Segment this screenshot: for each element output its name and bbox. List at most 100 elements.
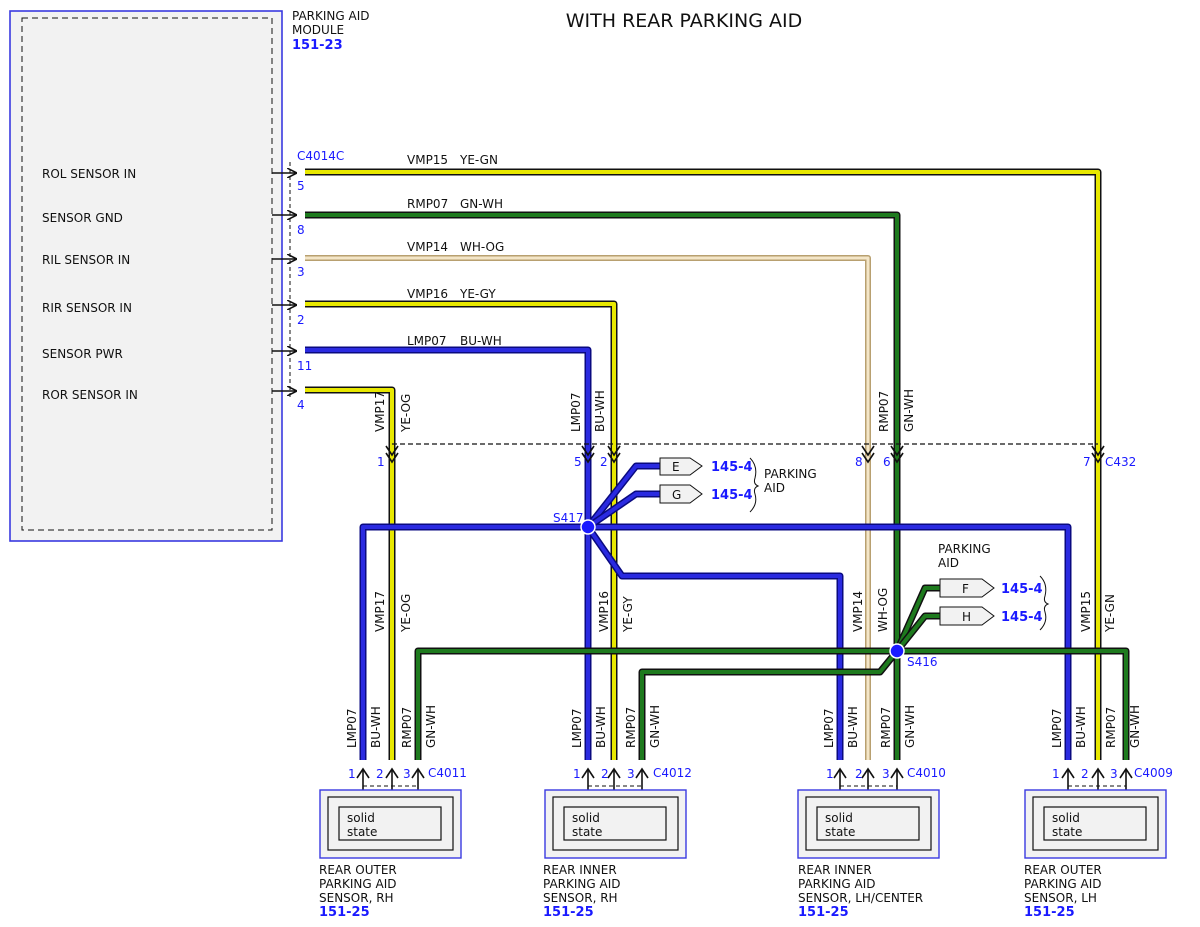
ref-page: 145-4 bbox=[1001, 582, 1043, 597]
ref-page: 145-4 bbox=[1001, 610, 1043, 625]
ref-page: 145-4 bbox=[711, 488, 753, 503]
circuit-label-vertical: VMP14 bbox=[851, 591, 865, 632]
sensor-name: PARKING AID bbox=[319, 877, 397, 891]
sensor-body bbox=[1043, 806, 1147, 841]
sensor-name: REAR INNER bbox=[543, 863, 617, 877]
ref-brace bbox=[1039, 575, 1050, 631]
sensor-connector: C4009 bbox=[1134, 766, 1173, 780]
sensor-body-text: state bbox=[572, 825, 602, 839]
ref-letter: H bbox=[962, 610, 971, 624]
sensor-pin: 1 bbox=[348, 767, 356, 781]
sensor-body-text: state bbox=[1052, 825, 1082, 839]
sensor-connector: C4012 bbox=[653, 766, 692, 780]
sensor-body-text: solid bbox=[572, 811, 600, 825]
sensor-frame bbox=[552, 796, 679, 851]
wire-lmp07-ril-core bbox=[586, 525, 842, 760]
sensor-pin: 2 bbox=[376, 767, 384, 781]
sensor-name: SENSOR, LH bbox=[1024, 891, 1097, 905]
pin-number: 11 bbox=[297, 359, 312, 373]
parking-aid-ref-group-lower: PARKING AID F 145-4 H 145-4 bbox=[938, 542, 1050, 631]
sensor-body-text: state bbox=[825, 825, 855, 839]
sensor-pin: 2 bbox=[1081, 767, 1089, 781]
wire-label: GN-WH bbox=[1128, 705, 1142, 748]
wire-vmp17 bbox=[305, 388, 394, 760]
sensor-frame bbox=[1032, 796, 1159, 851]
wire-rmp07-rir-core bbox=[640, 649, 899, 760]
pin-number: 2 bbox=[297, 313, 305, 327]
sensor-pin: 1 bbox=[1052, 767, 1060, 781]
circuit-color-vertical: GN-WH bbox=[902, 389, 916, 432]
wire-rmp07-h-core bbox=[895, 614, 940, 653]
pin-label-ror: ROR SENSOR IN bbox=[42, 388, 138, 402]
module-connector-label: C4014C bbox=[297, 149, 344, 163]
c432-pin: 8 bbox=[855, 455, 863, 469]
wire-label: LMP07 bbox=[822, 708, 836, 748]
wire-lmp07-outline bbox=[305, 346, 592, 527]
wire-lmp07-e-core bbox=[586, 464, 660, 529]
sensor-body-text: state bbox=[347, 825, 377, 839]
sensor-pin: 3 bbox=[403, 767, 411, 781]
sensor-ref: 151-25 bbox=[543, 905, 594, 920]
ref-letter: G bbox=[672, 488, 681, 502]
sensor-name: SENSOR, LH/CENTER bbox=[798, 891, 923, 905]
circuit-color-vertical: WH-OG bbox=[876, 588, 890, 632]
module-outline bbox=[9, 10, 283, 542]
wire-lmp07-ror bbox=[359, 523, 588, 760]
wire-lmp07-ror-core bbox=[361, 525, 588, 760]
wire-rmp07-ror-core bbox=[416, 649, 897, 760]
circuit-label: VMP14 bbox=[407, 240, 448, 254]
c432-pin: 1 bbox=[377, 455, 385, 469]
wire-rmp07 bbox=[305, 213, 899, 760]
sensor-name: SENSOR, RH bbox=[319, 891, 394, 905]
circuit-color-vertical: BU-WH bbox=[593, 390, 607, 432]
pin-label-rir: RIR SENSOR IN bbox=[42, 301, 132, 315]
wire-label: RMP07 bbox=[400, 707, 414, 748]
wire-label: RMP07 bbox=[879, 707, 893, 748]
wire-label: GN-WH bbox=[648, 705, 662, 748]
ref-tag-f bbox=[939, 578, 995, 598]
circuit-label: LMP07 bbox=[407, 334, 447, 348]
wire-vmp15 bbox=[305, 170, 1100, 760]
pin-label-pwr: SENSOR PWR bbox=[42, 347, 123, 361]
ref-letter: F bbox=[962, 582, 969, 596]
sensor-body bbox=[563, 806, 667, 841]
pin-label-ril: RIL SENSOR IN bbox=[42, 253, 130, 267]
circuit-color: GN-WH bbox=[460, 197, 503, 211]
sensor-name: REAR OUTER bbox=[1024, 863, 1102, 877]
circuit-label-vertical: VMP17 bbox=[373, 591, 387, 632]
ref-page: 145-4 bbox=[711, 460, 753, 475]
pin-number: 8 bbox=[297, 223, 305, 237]
wire-vmp16 bbox=[305, 302, 616, 760]
sensor-ref: 151-25 bbox=[319, 905, 370, 920]
sensor-body bbox=[816, 806, 920, 841]
c432-pin: 2 bbox=[600, 455, 608, 469]
wire-label: BU-WH bbox=[1074, 706, 1088, 748]
sensor-ref: 151-25 bbox=[1024, 905, 1075, 920]
splice-s417-label: S417 bbox=[553, 511, 584, 525]
sensor-c4011: LMP07 BU-WH RMP07 GN-WH 1 2 3 C4011 soli… bbox=[319, 705, 467, 920]
wire-lmp07-rol-core bbox=[588, 525, 1070, 760]
sensor-body bbox=[338, 806, 442, 841]
module-name-line1: PARKING AID bbox=[292, 9, 370, 23]
wire-label: GN-WH bbox=[424, 705, 438, 748]
parking-aid-label: AID bbox=[764, 481, 785, 495]
circuit-color-vertical: YE-OG bbox=[399, 394, 413, 433]
sensor-connector: C4010 bbox=[907, 766, 946, 780]
wire-rmp07-rol-core bbox=[897, 649, 1128, 760]
pin-label-rol: ROL SENSOR IN bbox=[42, 167, 136, 181]
sensor-body-text: solid bbox=[825, 811, 853, 825]
circuit-color: WH-OG bbox=[460, 240, 504, 254]
ref-tag-g bbox=[659, 484, 703, 504]
circuit-color-vertical: YE-OG bbox=[399, 594, 413, 633]
sensor-frame bbox=[805, 796, 932, 851]
wire-rmp07-f-core bbox=[895, 586, 940, 652]
circuit-color: YE-GN bbox=[459, 153, 498, 167]
sensor-body-text: solid bbox=[1052, 811, 1080, 825]
module-name-line2: MODULE bbox=[292, 23, 344, 37]
wire-label: GN-WH bbox=[903, 705, 917, 748]
sensor-pin: 2 bbox=[601, 767, 609, 781]
sensor-c4010: LMP07 BU-WH RMP07 GN-WH 1 2 3 C4010 soli… bbox=[797, 705, 946, 920]
circuit-label-vertical: VMP17 bbox=[373, 391, 387, 432]
